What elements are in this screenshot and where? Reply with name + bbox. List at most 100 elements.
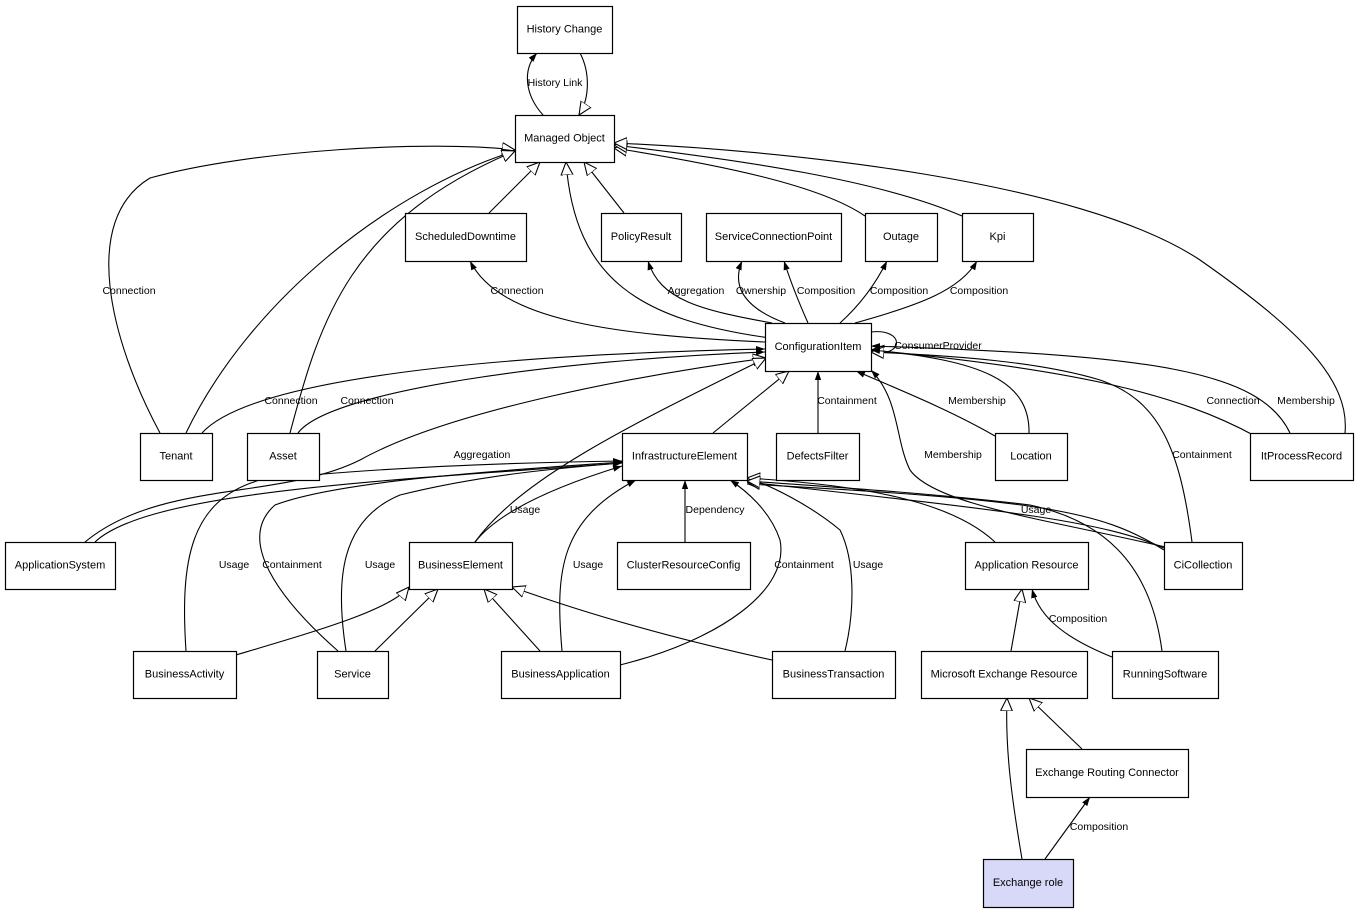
node-application-resource[interactable]: Application Resource bbox=[964, 541, 1090, 591]
edge-configuration-item-to-configuration-item bbox=[870, 331, 898, 357]
node-box bbox=[516, 5, 614, 55]
node-box bbox=[1249, 432, 1355, 482]
edge-microsoft-exchange-resource-to-application-resource bbox=[1010, 589, 1022, 652]
node-kpi[interactable]: Kpi bbox=[961, 212, 1035, 263]
node-tenant[interactable]: Tenant bbox=[139, 432, 214, 482]
node-defects-filter[interactable]: DefectsFilter bbox=[775, 432, 861, 482]
node-asset[interactable]: Asset bbox=[246, 432, 321, 482]
node-box bbox=[1163, 541, 1244, 591]
node-label: Asset bbox=[269, 451, 297, 463]
node-label: ServiceConnectionPoint bbox=[715, 231, 832, 243]
edge-label: Membership bbox=[948, 395, 1006, 407]
edge-asset-to-managed-object bbox=[289, 151, 515, 434]
edge-label: Aggregation bbox=[668, 285, 725, 297]
edge-configuration-item-to-service-connection-point bbox=[783, 260, 809, 324]
edge-running-software-to-application-resource bbox=[1031, 588, 1113, 658]
node-box bbox=[404, 212, 528, 263]
edge-label: Membership bbox=[1277, 395, 1335, 407]
node-box bbox=[139, 432, 214, 482]
node-application-system[interactable]: ApplicationSystem bbox=[4, 541, 117, 591]
node-box bbox=[500, 650, 622, 700]
node-scheduled-downtime[interactable]: ScheduledDowntime bbox=[404, 212, 528, 263]
edge-label: Usage bbox=[1021, 504, 1052, 516]
node-policy-result[interactable]: PolicyResult bbox=[600, 212, 683, 263]
node-business-element[interactable]: BusinessElement bbox=[408, 541, 514, 591]
node-managed-object[interactable]: Managed Object bbox=[514, 114, 616, 164]
edge-label: Containment bbox=[774, 559, 834, 571]
edge-application-resource-to-infrastructure-element bbox=[747, 478, 996, 543]
edge-ci-collection-to-configuration-item bbox=[871, 352, 1193, 543]
node-box bbox=[982, 858, 1075, 909]
node-box bbox=[408, 541, 514, 591]
edge-business-activity-to-business-element bbox=[235, 587, 409, 656]
node-label: Exchange role bbox=[993, 877, 1063, 889]
node-box bbox=[514, 114, 616, 164]
node-box bbox=[705, 212, 843, 263]
node-box bbox=[1111, 650, 1220, 700]
edge-label: Containment bbox=[817, 395, 877, 407]
edge-label: Usage bbox=[573, 559, 604, 571]
node-label: ConfigurationItem bbox=[775, 341, 862, 353]
node-cluster-resource-config[interactable]: ClusterResourceConfig bbox=[616, 541, 752, 591]
edge-history-change-to-managed-object bbox=[579, 52, 587, 115]
edge-it-process-record-to-configuration-item bbox=[870, 347, 1256, 437]
node-history-change[interactable]: History Change bbox=[516, 5, 614, 55]
node-configuration-item[interactable]: ConfigurationItem bbox=[764, 322, 873, 373]
node-box bbox=[964, 541, 1090, 591]
node-box bbox=[864, 212, 939, 263]
node-label: Service bbox=[334, 669, 371, 681]
edge-tenant-to-managed-object bbox=[108, 146, 515, 434]
edge-label: Connection bbox=[1206, 395, 1259, 407]
edge-label: Usage bbox=[219, 559, 250, 571]
edge-configuration-item-to-managed-object bbox=[566, 162, 771, 339]
node-microsoft-exchange-resource[interactable]: Microsoft Exchange Resource bbox=[920, 650, 1089, 700]
node-box bbox=[994, 432, 1069, 482]
node-running-software[interactable]: RunningSoftware bbox=[1111, 650, 1220, 700]
edge-service-to-business-element bbox=[374, 589, 438, 652]
node-service-connection-point[interactable]: ServiceConnectionPoint bbox=[705, 212, 843, 263]
node-box bbox=[920, 650, 1089, 700]
edge-tenant-to-configuration-item bbox=[201, 346, 766, 434]
node-box bbox=[764, 322, 873, 373]
edge-label: Containment bbox=[262, 559, 322, 571]
edge-exchange-role-to-microsoft-exchange-resource bbox=[1007, 698, 1023, 860]
node-ci-collection[interactable]: CiCollection bbox=[1163, 541, 1244, 591]
edge-it-process-record-to-managed-object bbox=[614, 143, 1346, 434]
edge-configuration-item-to-scheduled-downtime bbox=[469, 260, 766, 343]
node-outage[interactable]: Outage bbox=[864, 212, 939, 263]
edge-business-element-to-configuration-item bbox=[474, 358, 766, 543]
edge-label: Composition bbox=[797, 285, 856, 297]
node-exchange-role[interactable]: Exchange role bbox=[982, 858, 1075, 909]
edge-service-to-infrastructure-element bbox=[340, 460, 623, 652]
edge-business-element-to-infrastructure-element bbox=[474, 465, 623, 543]
edge-ci-collection-to-configuration-item bbox=[870, 369, 1166, 548]
node-service[interactable]: Service bbox=[316, 650, 390, 700]
node-it-process-record[interactable]: ItProcessRecord bbox=[1249, 432, 1355, 482]
node-business-application[interactable]: BusinessApplication bbox=[500, 650, 622, 700]
node-label: History Change bbox=[527, 24, 603, 36]
edge-label: Connection bbox=[264, 395, 317, 407]
edge-label: Usage bbox=[365, 559, 396, 571]
edge-exchange-role-to-exchange-routing-connector bbox=[1044, 796, 1091, 860]
node-label: Location bbox=[1010, 451, 1052, 463]
node-business-activity[interactable]: BusinessActivity bbox=[132, 650, 238, 700]
edge-it-process-record-to-configuration-item bbox=[870, 343, 1291, 434]
edge-label: History Link bbox=[528, 77, 584, 89]
node-label: CiCollection bbox=[1174, 560, 1233, 572]
edge-label: Ownership bbox=[736, 285, 786, 297]
edge-label: Aggregation bbox=[454, 449, 511, 461]
node-box bbox=[616, 541, 752, 591]
edge-label: Dependency bbox=[686, 504, 746, 516]
edge-label: Composition bbox=[1049, 613, 1108, 625]
node-label: BusinessTransaction bbox=[783, 669, 885, 681]
node-location[interactable]: Location bbox=[994, 432, 1069, 482]
node-exchange-routing-connector[interactable]: Exchange Routing Connector bbox=[1025, 748, 1190, 799]
node-box bbox=[316, 650, 390, 700]
node-business-transaction[interactable]: BusinessTransaction bbox=[771, 650, 897, 700]
node-box bbox=[621, 432, 749, 482]
node-infrastructure-element[interactable]: InfrastructureElement bbox=[621, 432, 749, 482]
node-label: BusinessElement bbox=[418, 560, 503, 572]
node-label: Outage bbox=[883, 231, 919, 243]
node-box bbox=[246, 432, 321, 482]
